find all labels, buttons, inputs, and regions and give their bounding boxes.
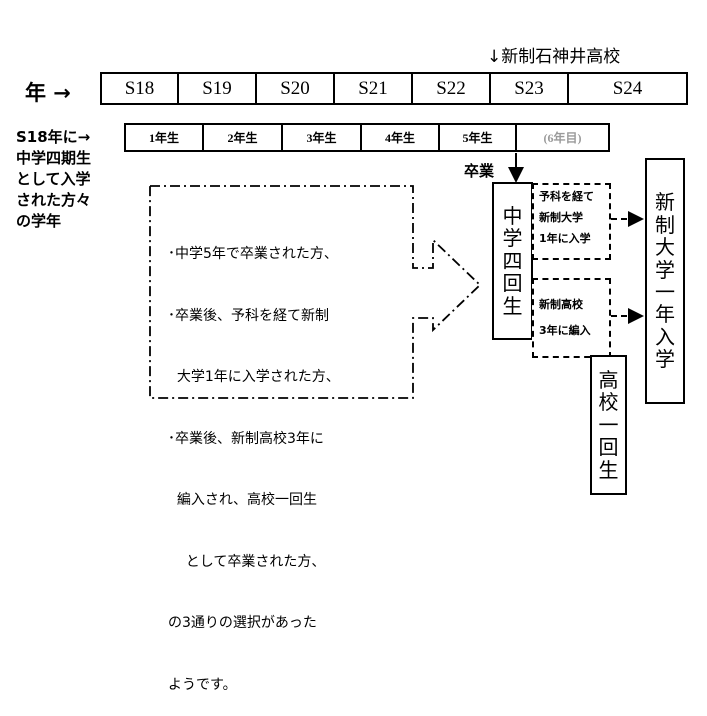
box-char: 校 xyxy=(598,390,619,415)
grade-cell: (6年目) xyxy=(543,131,582,145)
middle-school-class-box: 中 学 四 回 生 xyxy=(492,182,533,340)
box-char: 学 xyxy=(502,226,523,251)
diagram-connectors xyxy=(149,153,644,399)
grade-cell: 3年生 xyxy=(283,125,362,150)
year-cell: S24 xyxy=(612,77,643,99)
box-char: 一 xyxy=(655,280,675,304)
entry-note-line: 中学四期生 xyxy=(16,149,92,167)
high-school-transfer-box: 新制高校 3年に編入 xyxy=(532,278,611,358)
high-school-class-box: 高 校 一 回 生 xyxy=(590,355,627,495)
year-timeline: S18 S19 S20 S21 S22 S23 S24 xyxy=(100,72,688,105)
year-cell: S20 xyxy=(257,74,335,103)
box-char: 四 xyxy=(502,248,523,273)
new-high-school-label: ↓新制石神井高校 xyxy=(487,47,621,67)
box-char: 大 xyxy=(655,235,675,260)
route-line: 3年に編入 xyxy=(539,324,591,337)
box-char: 新 xyxy=(655,190,675,215)
box-char: 学 xyxy=(655,257,675,282)
entry-note: S18年に→ 中学四期生 として入学 された方々 の学年 xyxy=(16,127,91,232)
box-char: 制 xyxy=(655,212,675,237)
preparatory-route-box: 予科を経て 新制大学 1年に入学 xyxy=(532,183,611,260)
box-char: 一 xyxy=(598,412,619,437)
box-char: 年 xyxy=(655,302,675,327)
grade-cell: 2年生 xyxy=(204,125,283,150)
year-cell: S19 xyxy=(179,74,257,103)
grade-cell: 5年生 xyxy=(440,125,517,150)
entry-note-line: の学年 xyxy=(16,212,62,230)
entry-note-line: S18年に→ xyxy=(16,128,91,146)
university-entry-box: 新 制 大 学 一 年 入 学 xyxy=(645,158,685,404)
graduation-label: 卒業 xyxy=(464,162,495,180)
grade-cell: 4年生 xyxy=(362,125,440,150)
explanation-line: として卒業された方、 xyxy=(168,553,326,570)
route-line: 新制高校 xyxy=(539,298,583,311)
explanation-line: 編入され、高校一回生 xyxy=(168,492,318,508)
explanation-line: 大学1年に入学された方、 xyxy=(168,369,340,385)
grade-cell: 1年生 xyxy=(126,125,204,150)
box-char: 生 xyxy=(598,457,619,482)
explanation-line: ･卒業後、新制高校3年に xyxy=(168,430,324,447)
explanation-line: ･中学5年で卒業された方、 xyxy=(168,246,338,262)
route-line: 1年に入学 xyxy=(539,231,591,245)
entry-note-line: として入学 xyxy=(16,170,91,188)
explanation-line: ようです。 xyxy=(168,676,237,693)
box-char: 回 xyxy=(502,271,523,296)
year-axis-label: 年 → xyxy=(25,81,71,105)
box-char: 中 xyxy=(502,204,523,229)
year-cell: S21 xyxy=(335,74,413,103)
year-cell: S22 xyxy=(413,74,491,103)
entry-note-line: された方々 xyxy=(16,191,92,209)
route-line: 新制大学 xyxy=(539,210,583,224)
box-char: 生 xyxy=(502,293,523,318)
box-char: 入 xyxy=(655,324,675,349)
explanation-line: ･卒業後、予科を経て新制 xyxy=(168,307,329,324)
explanation-line: の3通りの選択があった xyxy=(168,615,317,631)
box-char: 高 xyxy=(598,368,619,393)
route-line: 予科を経て xyxy=(539,190,594,203)
box-char: 学 xyxy=(655,347,675,372)
explanation-text: ･中学5年で卒業された方、 ･卒業後、予科を経て新制 大学1年に入学された方、 … xyxy=(168,203,340,716)
year-cell: S23 xyxy=(491,74,569,103)
year-cell: S18 xyxy=(102,74,179,103)
grade-timeline: 1年生 2年生 3年生 4年生 5年生 (6年目) xyxy=(124,123,610,152)
box-char: 回 xyxy=(598,435,619,460)
